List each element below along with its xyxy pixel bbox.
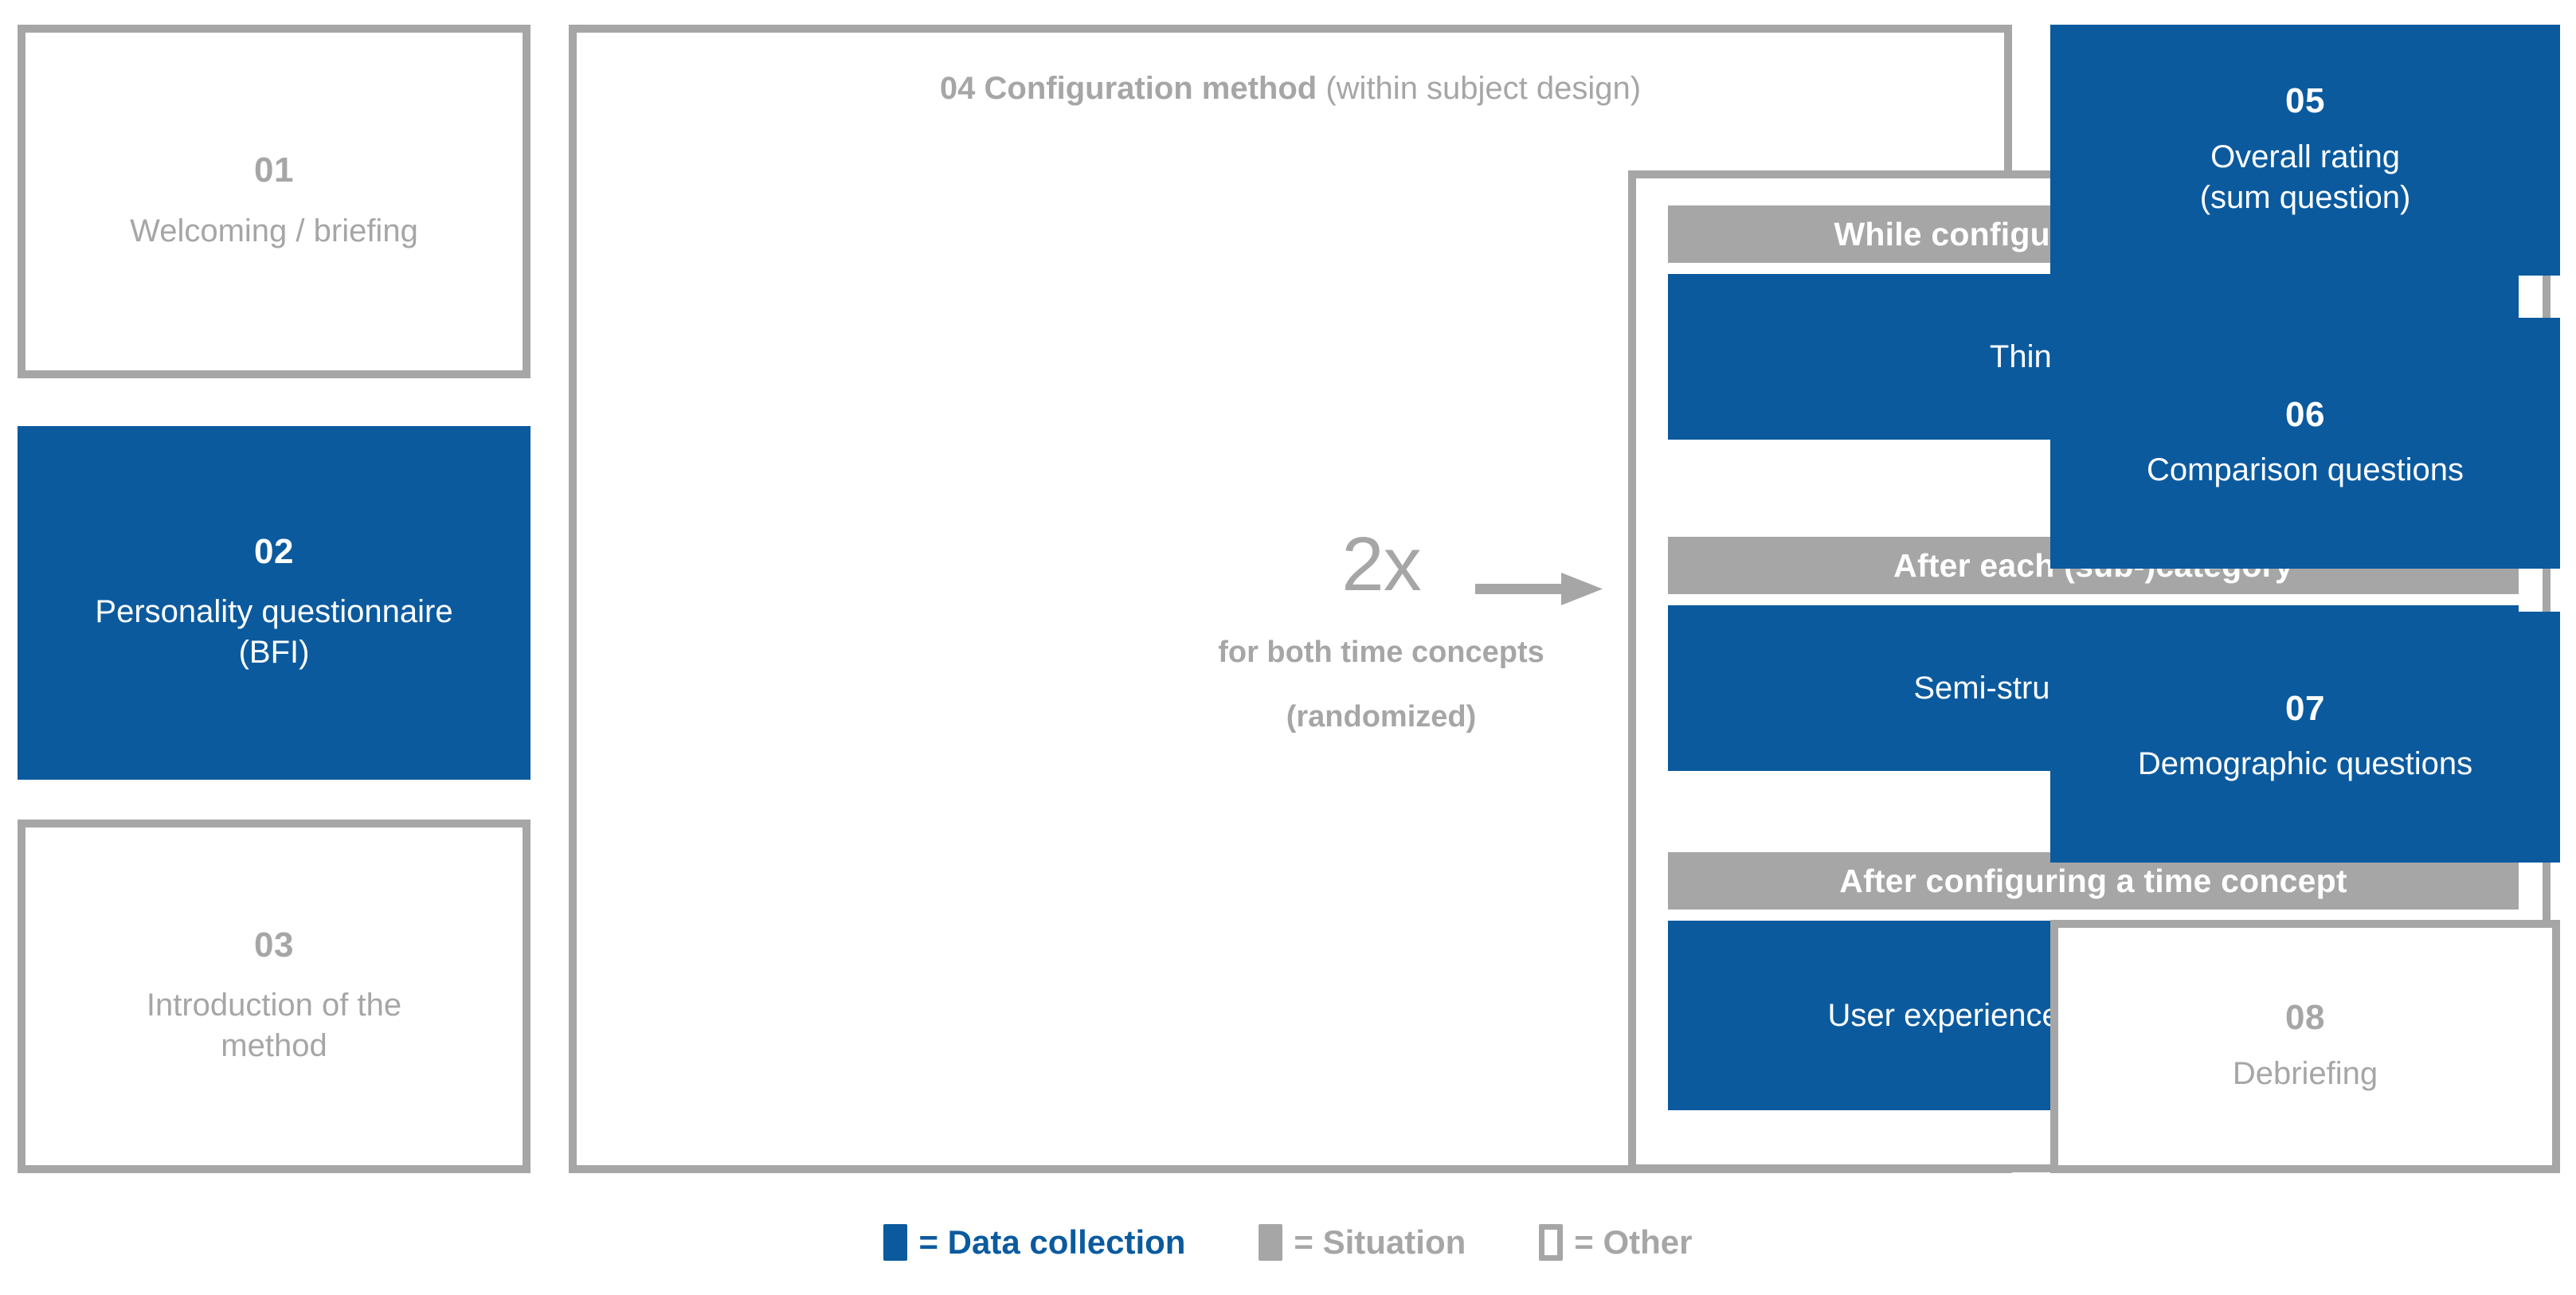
outline-square-icon [1539, 1224, 1564, 1261]
configuration-method-panel: 04 Configuration method (within subject … [569, 25, 2551, 1173]
step-card-07: 07 Demographic questions [2050, 612, 2560, 863]
legend-item-situation: = Situation [1259, 1223, 1466, 1262]
panel-title-strong: 04 Configuration method [939, 71, 1317, 106]
blue-square-icon [883, 1224, 908, 1261]
step-number-05: 05 [2285, 81, 2325, 121]
step-number-02: 02 [254, 531, 294, 571]
step-label-08: Debriefing [2232, 1055, 2378, 1091]
step-card-08: 08 Debriefing [2050, 920, 2560, 1173]
repeat-count: 2x [1341, 522, 1421, 607]
repeat-indicator: 2x for both time concepts (randomized) [1198, 526, 1564, 737]
legend-label-other: = Other [1574, 1223, 1693, 1261]
step-label-02-line1: Personality questionnaire [95, 594, 453, 629]
legend-label-situation: = Situation [1294, 1223, 1466, 1261]
panel-title-regular: (within subject design) [1317, 71, 1642, 106]
legend-item-other: = Other [1539, 1223, 1693, 1262]
legend-label-data-collection: = Data collection [918, 1223, 1186, 1261]
step-number-07: 07 [2285, 688, 2325, 728]
step-label-05-line1: Overall rating [2210, 139, 2400, 174]
step-card-05: 05 Overall rating (sum question) [2050, 25, 2560, 276]
step-card-06: 06 Comparison questions [2050, 318, 2560, 569]
repeat-note-line-2: (randomized) [1286, 700, 1477, 734]
step-label-03-line2: method [221, 1028, 327, 1064]
step-number-06: 06 [2285, 394, 2325, 434]
step-number-08: 08 [2285, 998, 2325, 1038]
step-label-06: Comparison questions [2147, 452, 2464, 488]
step-card-03: 03 Introduction of the method [18, 820, 530, 1173]
step-label-02-line2: (BFI) [238, 635, 310, 671]
legend: = Data collection = Situation = Other [0, 1223, 2576, 1262]
step-label-05-line2: (sum question) [2199, 179, 2411, 215]
gray-square-icon [1259, 1224, 1283, 1261]
step-label-01: Welcoming / briefing [130, 213, 418, 248]
step-number-01: 01 [254, 151, 294, 190]
legend-item-data-collection: = Data collection [883, 1223, 1185, 1262]
step-card-02: 02 Personality questionnaire (BFI) [18, 426, 530, 780]
repeat-note-line-1: for both time concepts [1218, 636, 1544, 669]
step-card-01: 01 Welcoming / briefing [18, 25, 530, 378]
step-label-07: Demographic questions [2137, 746, 2473, 782]
arrow-right-icon [1475, 573, 1603, 605]
step-label-03-line1: Introduction of the [146, 988, 402, 1023]
panel-title: 04 Configuration method (within subject … [577, 71, 2004, 107]
step-number-03: 03 [254, 925, 294, 964]
